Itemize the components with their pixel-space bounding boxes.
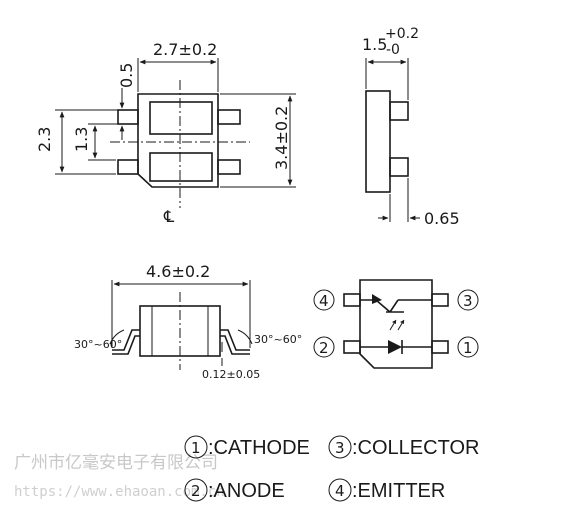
top-view-window-upper: [149, 101, 213, 135]
legend-num-4: 4: [335, 482, 345, 500]
front-view: 4.6±0.2 30°~60° 30°~60° 0.12±0.05: [74, 262, 302, 381]
side-view-body: [365, 90, 391, 193]
front-view-lead-left: [112, 329, 140, 355]
front-view-lead-right: [220, 329, 250, 355]
pin-3-circle: [457, 289, 479, 311]
dim-outer-height: 2.3: [35, 127, 54, 152]
dim-lead-width: 0.5: [117, 63, 136, 88]
legend-label-anode: :ANODE: [208, 480, 285, 502]
pin-4-number: 4: [319, 292, 329, 310]
top-view-window-lower: [149, 152, 213, 182]
dim-angle-left: 30°~60°: [74, 338, 122, 351]
side-view: 1.5 +0.2 -0 0.65: [362, 26, 460, 228]
dim-angle-right: 30°~60°: [254, 333, 302, 346]
top-view-lead-2: [117, 159, 139, 175]
top-view-lead-1: [217, 159, 241, 175]
legend-circle-2: [184, 478, 208, 502]
legend-num-3: 3: [335, 439, 345, 457]
dim-body-height: 3.4±0.2: [272, 106, 291, 170]
pin-3-number: 3: [463, 292, 473, 310]
legend-label-cathode: :CATHODE: [208, 437, 310, 459]
phototransistor-symbol: [360, 299, 432, 313]
schematic-lead-2: [343, 340, 361, 354]
dim-thickness-tol-plus: +0.2: [385, 26, 419, 42]
legend-num-2: 2: [191, 482, 201, 500]
legend-circle-1: [184, 435, 208, 459]
dim-thickness-tol-minus: -0: [386, 42, 400, 58]
legend-circle-3: [328, 435, 352, 459]
side-view-lead-lower: [389, 157, 409, 177]
pin-4-circle: [313, 289, 335, 311]
watermark-url: https://www.ehaoan.com.cn: [14, 484, 225, 500]
watermark-company: 广州市亿毫安电子有限公司: [14, 453, 218, 473]
legend-label-emitter: :EMITTER: [352, 480, 445, 502]
schematic-lead-4: [343, 293, 361, 307]
dim-body-width: 2.7±0.2: [153, 40, 217, 59]
pin-legend: 1 :CATHODE 3 :COLLECTOR 2 :ANODE 4 :EMIT…: [184, 435, 479, 502]
pin-2-circle: [313, 336, 335, 358]
schematic: 4 2 3 1: [313, 279, 479, 369]
top-view-lead-3: [217, 109, 241, 125]
pin-2-number: 2: [319, 339, 329, 357]
schematic-lead-1: [431, 340, 449, 354]
schematic-lead-3: [431, 293, 449, 307]
dim-thickness: 1.5: [362, 35, 387, 54]
legend-circle-4: [328, 478, 352, 502]
dim-overall-width: 4.6±0.2: [146, 262, 210, 281]
dim-lead-length: 0.65: [424, 209, 460, 228]
dim-lead-thickness: 0.12±0.05: [202, 368, 260, 381]
top-view: 2.7±0.2 0.5 2.3 1.3 3.4±0.2 ℄: [35, 40, 296, 226]
pin-1-number: 1: [463, 339, 473, 357]
pin-1-circle: [457, 336, 479, 358]
legend-label-collector: :COLLECTOR: [352, 437, 479, 459]
legend-num-1: 1: [191, 439, 201, 457]
side-view-lead-upper: [389, 101, 409, 121]
dim-pitch: 1.3: [72, 127, 91, 152]
top-view-lead-4: [117, 109, 139, 125]
centerline-symbol: ℄: [163, 207, 175, 226]
